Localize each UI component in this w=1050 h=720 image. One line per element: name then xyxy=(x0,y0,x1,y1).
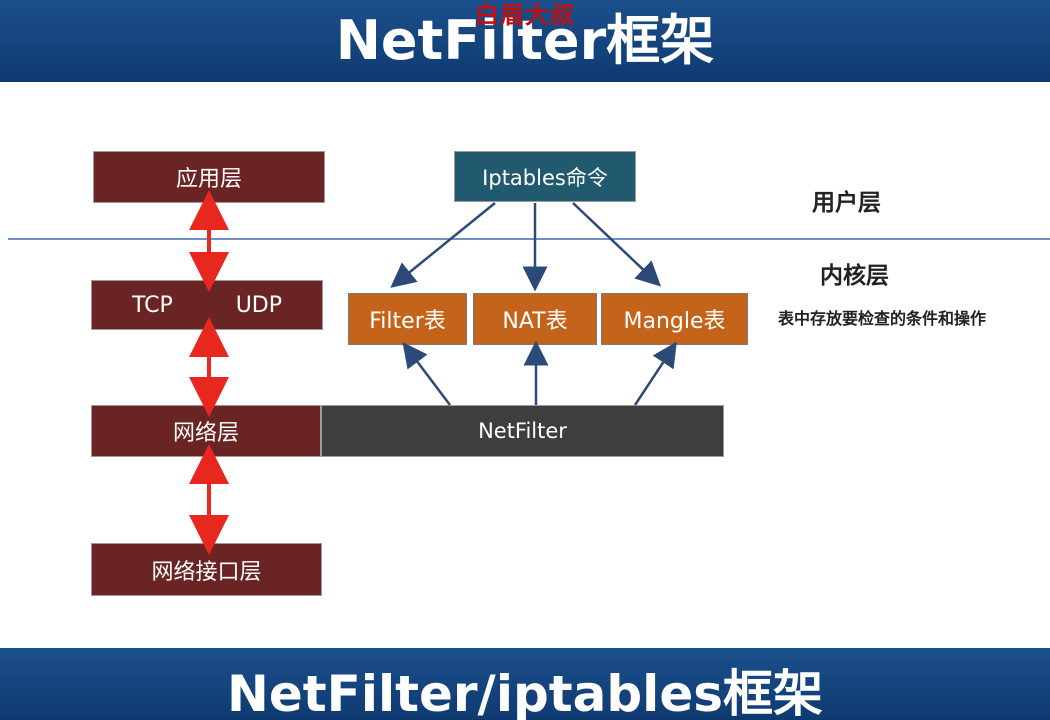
interface-layer-box: 网络接口层 xyxy=(91,543,322,596)
user-kernel-divider xyxy=(8,238,1050,240)
udp-label: UDP xyxy=(235,292,282,318)
filter-table-label: Filter表 xyxy=(369,309,446,334)
iptables-command-box: Iptables命令 xyxy=(454,151,636,202)
interface-layer-label: 网络接口层 xyxy=(151,559,262,585)
tables-note: 表中存放要检查的条件和操作 xyxy=(778,309,987,328)
tcp-label: TCP xyxy=(132,292,173,318)
netfilter-mangle-arrow xyxy=(633,341,677,406)
cmd-filter-arrow xyxy=(390,202,496,288)
iptables-command-label: Iptables命令 xyxy=(482,165,608,190)
user-layer-label: 用户层 xyxy=(812,190,881,216)
footer-title: NetFilter/iptables框架 xyxy=(227,665,823,720)
filter-table-box: Filter表 xyxy=(348,293,467,345)
transport-layer-box: TCP UDP xyxy=(91,280,323,330)
app-layer-label: 应用层 xyxy=(175,167,242,192)
page-title: NetFilter框架 xyxy=(335,9,715,72)
mangle-table-label: Mangle表 xyxy=(623,309,726,334)
netfilter-filter-arrow xyxy=(402,342,451,406)
footer-banner: NetFilter/iptables框架 xyxy=(0,648,1050,720)
transport-row: TCP UDP xyxy=(92,293,322,318)
netfilter-box: NetFilter xyxy=(321,405,724,457)
title-banner: NetFilter框架 xyxy=(0,0,1050,82)
cmd-mangle-arrow xyxy=(572,202,662,287)
mangle-table-box: Mangle表 xyxy=(601,293,748,345)
watermark: 白眉大叔 xyxy=(475,1,575,29)
kernel-layer-label: 内核层 xyxy=(820,263,889,289)
netfilter-label: NetFilter xyxy=(478,419,567,443)
nat-table-label: NAT表 xyxy=(502,309,568,334)
network-layer-label: 网络层 xyxy=(172,421,239,446)
